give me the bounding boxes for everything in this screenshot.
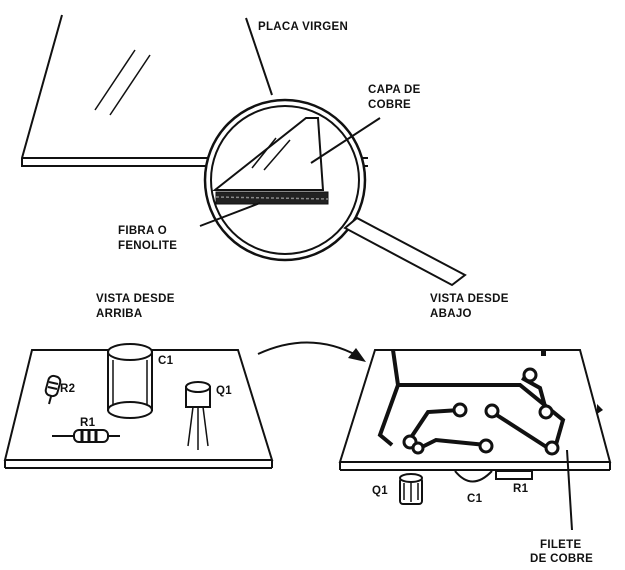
label-vista-arriba-1: VISTA DESDE — [96, 293, 175, 305]
magnifying-glass-icon — [203, 98, 467, 287]
transistor-q1-bottom-icon — [399, 473, 423, 505]
label-r1: R1 — [80, 417, 96, 429]
board-bottom-view — [338, 349, 612, 471]
label-vista-abajo-1: VISTA DESDE — [430, 293, 509, 305]
label-capa-de: CAPA DE — [368, 84, 421, 96]
capacitor-c1-bottom-icon — [454, 470, 493, 483]
label-q1: Q1 — [216, 385, 232, 397]
solder-pads — [402, 349, 603, 456]
resistor-r1-bottom-icon — [495, 470, 533, 480]
resistor-r1-icon — [52, 429, 120, 443]
label-vista-arriba-2: ARRIBA — [96, 308, 143, 320]
label-cobre: COBRE — [368, 99, 411, 111]
copper-layer — [212, 117, 325, 191]
label-c1: C1 — [158, 355, 174, 367]
label-filete: FILETE — [540, 539, 581, 551]
blank-board — [21, 14, 368, 167]
label-de-cobre: DE COBRE — [530, 553, 593, 565]
label-fenolite: FENOLITE — [118, 240, 177, 252]
transistor-q1-icon — [185, 381, 211, 450]
capacitor-c1-icon — [107, 343, 153, 419]
label-r1-bottom: R1 — [513, 483, 529, 495]
resistor-r2-icon — [44, 374, 62, 405]
label-placa-virgen: PLACA VIRGEN — [258, 21, 348, 33]
copper-traces — [377, 349, 566, 450]
arrow-icon — [257, 341, 366, 362]
label-q1-bottom: Q1 — [372, 485, 388, 497]
label-fibra-o: FIBRA O — [118, 225, 167, 237]
label-vista-abajo-2: ABAJO — [430, 308, 472, 320]
label-c1-bottom: C1 — [467, 493, 483, 505]
label-r2: R2 — [60, 383, 75, 395]
